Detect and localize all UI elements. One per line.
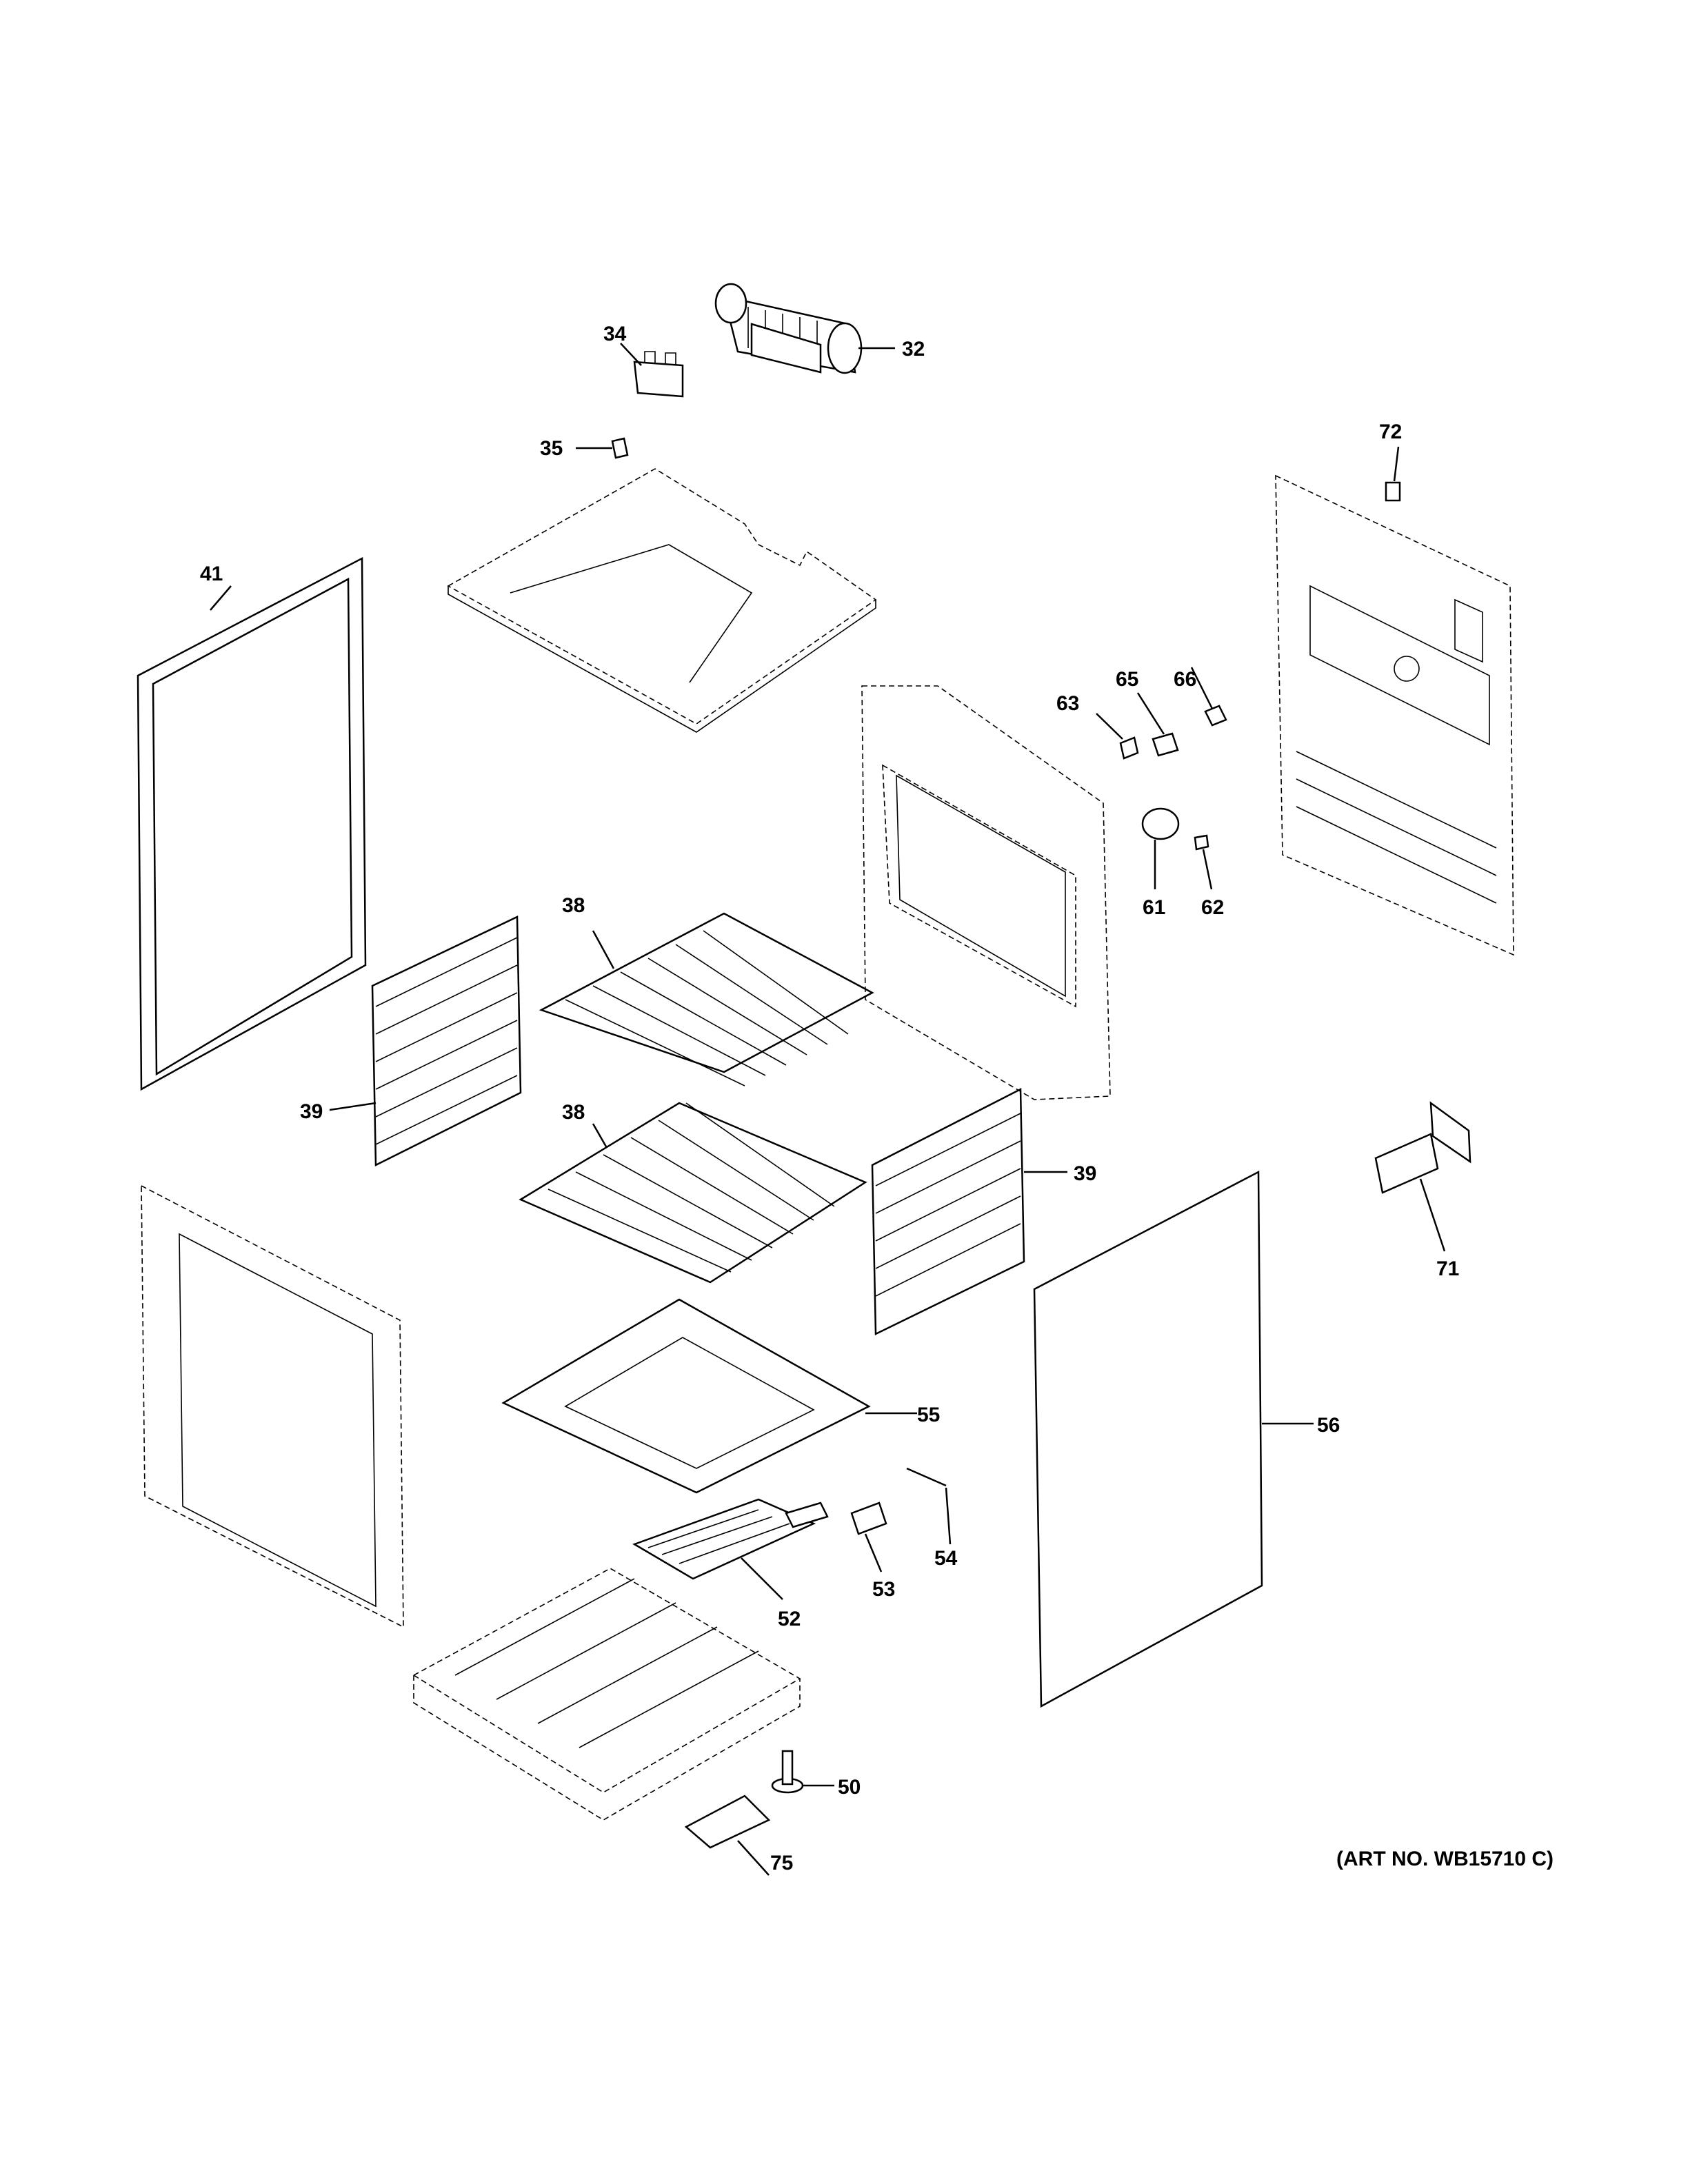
callout-55: 55 <box>917 1404 940 1426</box>
callout-63: 63 <box>1056 692 1079 715</box>
callout-50: 50 <box>838 1776 861 1799</box>
callout-52: 52 <box>778 1608 801 1630</box>
part-oven-cavity-front <box>861 685 1111 1100</box>
part-base-frame <box>412 1568 801 1821</box>
callout-71: 71 <box>1436 1257 1459 1280</box>
callout-56: 56 <box>1317 1414 1340 1437</box>
callout-39-left: 39 <box>300 1100 323 1123</box>
part-61-motor <box>1141 807 1180 889</box>
part-71-bracket <box>1374 1101 1471 1252</box>
part-32-convection-fan <box>714 283 895 374</box>
callout-62: 62 <box>1201 896 1224 919</box>
part-52-bake-burner <box>632 1498 829 1600</box>
part-34-bracket <box>620 343 684 398</box>
callout-41: 41 <box>200 563 223 585</box>
part-72-fitting <box>1385 446 1401 502</box>
callout-66: 66 <box>1174 668 1196 691</box>
part-rear-panel <box>1275 474 1514 956</box>
part-39-rack-support-right <box>871 1087 1067 1335</box>
callout-72: 72 <box>1379 421 1402 443</box>
callout-54: 54 <box>934 1547 958 1570</box>
part-50-leveling-leg <box>771 1750 834 1794</box>
part-56-side-panel <box>1033 1170 1314 1708</box>
callout-35: 35 <box>540 437 563 460</box>
part-62-screw <box>1194 834 1213 890</box>
callout-39-right: 39 <box>1074 1162 1096 1185</box>
callout-53: 53 <box>872 1578 895 1601</box>
callout-38-upper: 38 <box>562 894 585 917</box>
part-55-oven-bottom <box>501 1298 917 1494</box>
part-54-probe <box>906 1467 952 1545</box>
part-39-rack-support-left <box>329 916 522 1167</box>
part-35-clip <box>576 437 629 459</box>
callout-32: 32 <box>902 338 925 361</box>
part-66-sensor <box>1190 667 1227 727</box>
part-65-light-socket <box>1136 692 1179 757</box>
callout-34: 34 <box>603 323 627 345</box>
part-63-switch <box>1096 713 1139 760</box>
callout-38-lower: 38 <box>562 1101 585 1124</box>
art-number: (ART NO. WB15710 C) <box>1336 1848 1554 1870</box>
part-left-side-panel <box>141 1184 404 1628</box>
part-75-anti-tip-bracket <box>684 1794 771 1876</box>
callout-75: 75 <box>770 1852 793 1874</box>
part-41-door-trim-frame <box>137 556 367 1091</box>
callout-61: 61 <box>1143 896 1165 919</box>
callout-65: 65 <box>1116 668 1138 691</box>
part-53-igniter <box>850 1502 887 1573</box>
part-38-oven-rack-upper <box>539 912 874 1086</box>
part-top-panel <box>447 468 877 733</box>
part-38-oven-rack-lower <box>519 1102 867 1284</box>
